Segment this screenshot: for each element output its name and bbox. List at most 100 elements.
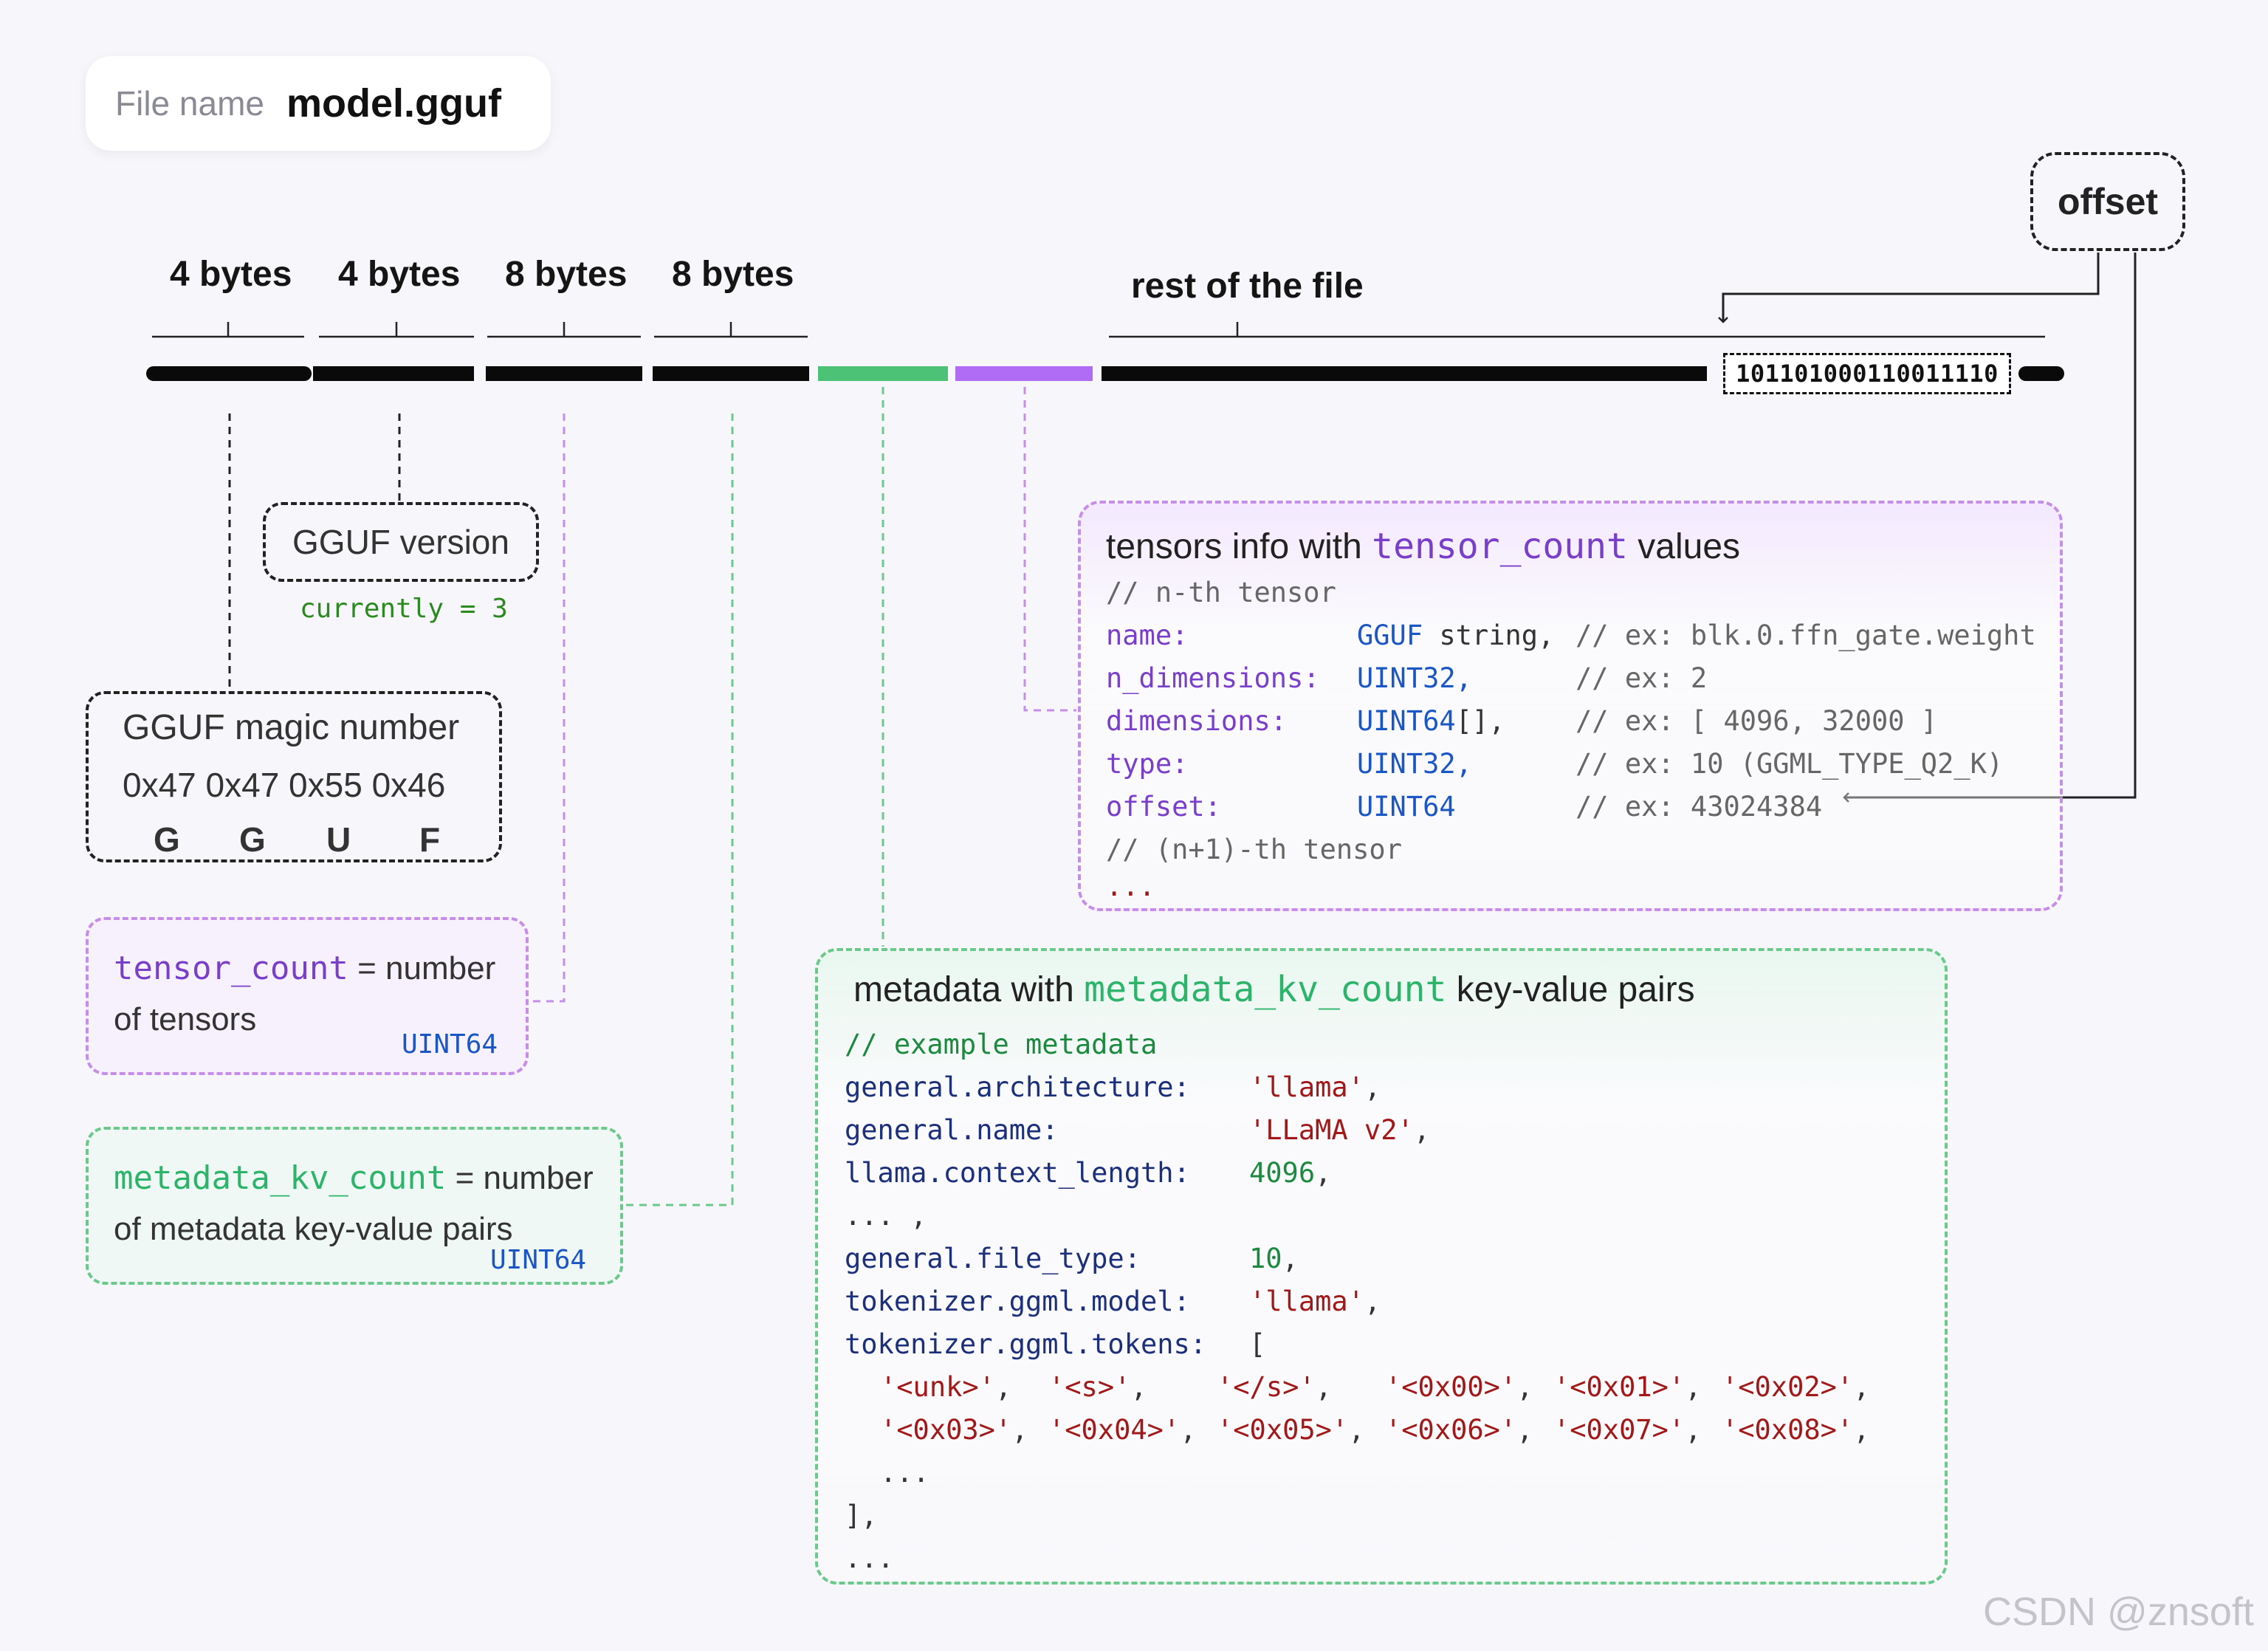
token-item: '<0x01>', (1553, 1371, 1702, 1403)
metadata-value-text: 'llama' (1249, 1071, 1364, 1103)
metadata-value: 'llama', (1249, 1286, 1381, 1317)
magic-letter: G (154, 820, 180, 859)
metadata-value-text: 'llama' (1249, 1286, 1364, 1317)
size-brackets (152, 322, 2045, 338)
token-item: '<0x00>', (1385, 1371, 1533, 1403)
metadata-value-text: 4096 (1249, 1157, 1316, 1189)
binary-snippet: 101101000110011110 (1723, 353, 2011, 394)
token-item: '<s>', (1048, 1371, 1147, 1403)
size-label-rest: rest of the file (1131, 267, 1364, 306)
metadata-key: ... , (845, 1200, 927, 1232)
tensor-field-type: UINT64[], (1357, 700, 1505, 743)
tokens-ellipsis: ... (880, 1457, 929, 1489)
magic-letters: G G U F (89, 820, 499, 861)
tensors-info-box: tensors info with tensor_count values //… (1078, 501, 2063, 911)
metadata-value: 4096, (1249, 1157, 1332, 1189)
tensor-count-line2: of tensors (114, 1001, 257, 1037)
purple-connectors (530, 387, 1076, 1003)
tensor-field-type-rest: string, (1423, 619, 1555, 651)
tensor-field-type: UINT64 (1357, 786, 1456, 828)
token-item: '<0x07>', (1553, 1414, 1702, 1446)
tokens-close: ], (845, 1500, 878, 1531)
size-label-magic: 4 bytes (170, 255, 292, 294)
tensor-field-type-kw: GGUF (1357, 619, 1423, 651)
token-item: '<0x02>', (1722, 1371, 1870, 1403)
tensor-field-type-kw: UINT64 (1357, 791, 1456, 823)
metadata-key: tokenizer.ggml.model: (845, 1286, 1190, 1317)
metadata-comment: // example metadata (845, 1029, 1158, 1060)
tensor-field-type-rest: [], (1455, 705, 1505, 737)
metadata-box: metadata with metadata_kv_count key-valu… (815, 948, 1948, 1585)
tensor-field-type: UINT32, (1357, 743, 1472, 786)
token-item: '<0x04>', (1048, 1414, 1197, 1446)
tensors-info-title-key: tensor_count (1372, 526, 1628, 567)
metadata-key: llama.context_length: (845, 1157, 1190, 1189)
metadata-title-pre: metadata with (853, 970, 1085, 1009)
tensors-info-title-post: values (1627, 527, 1741, 566)
metadata-key: tokenizer.ggml.tokens: (845, 1328, 1207, 1360)
metadata-kv-count-box: metadata_kv_count = number of metadata k… (86, 1127, 623, 1285)
metadata-key: general.file_type: (845, 1243, 1141, 1274)
tensor-field-name: dimensions: (1106, 705, 1288, 737)
tensors-info-title: tensors info with tensor_count values (1106, 526, 1740, 567)
magic-letter: G (239, 820, 266, 859)
metadata-value: 10, (1249, 1243, 1299, 1274)
size-label-version: 4 bytes (338, 255, 461, 294)
kv-count-type: UINT64 (490, 1245, 587, 1275)
magic-hex: 0x47 0x47 0x55 0x46 (123, 766, 446, 804)
magic-letter: U (326, 820, 351, 859)
tensor-field-comment: // ex: [ 4096, 32000 ] (1575, 705, 1938, 737)
tensor-field-type-kw: UINT32, (1357, 748, 1472, 780)
size-label-tensor-count: 8 bytes (505, 255, 628, 294)
file-name-pill: File name model.gguf (86, 56, 551, 151)
token-item: '<0x03>', (880, 1414, 1028, 1446)
watermark: CSDN @znsoft (1983, 1590, 2254, 1634)
tensor-count-eq: = number (348, 950, 496, 986)
tensor-field-comment: // ex: 2 (1575, 662, 1708, 694)
magic-title: GGUF magic number (123, 708, 460, 747)
black-connectors (228, 413, 401, 688)
metadata-key: general.name: (845, 1114, 1059, 1146)
tensor-field-type-kw: UINT64 (1357, 705, 1456, 737)
metadata-ellipsis: ... (845, 1542, 894, 1574)
tensors-info-title-pre: tensors info with (1106, 527, 1372, 566)
tensor-field-name: n_dimensions: (1106, 662, 1320, 694)
token-item: '<0x08>', (1722, 1414, 1870, 1446)
gguf-version-current: currently = 3 (300, 594, 508, 624)
file-name-label: File name (115, 84, 264, 123)
metadata-title: metadata with metadata_kv_count key-valu… (853, 969, 1695, 1010)
tensor-field-name: type: (1106, 748, 1189, 780)
tensor-count-line1: tensor_count = number (114, 950, 495, 987)
kv-count-key: metadata_kv_count (114, 1159, 447, 1197)
metadata-title-post: key-value pairs (1446, 970, 1695, 1009)
tensor-field-type: UINT32, (1357, 657, 1472, 700)
metadata-title-key: metadata_kv_count (1084, 969, 1447, 1010)
metadata-value-text: 'LLaMA v2' (1249, 1114, 1414, 1146)
tensor-field-comment: // ex: blk.0.ffn_gate.weight (1575, 619, 2036, 651)
token-item: '</s>', (1217, 1371, 1332, 1403)
metadata-value: 'llama', (1249, 1071, 1381, 1103)
metadata-value-text: 10 (1249, 1243, 1282, 1274)
size-label-kv-count: 8 bytes (672, 255, 794, 294)
token-item: '<0x06>', (1385, 1414, 1533, 1446)
kv-count-line2: of metadata key-value pairs (114, 1211, 513, 1247)
tensor-field-type: GGUF string, (1357, 614, 1554, 657)
green-connectors (625, 387, 884, 1206)
offset-box: offset (2030, 152, 2185, 251)
tensor-count-type: UINT64 (402, 1029, 498, 1060)
token-item: '<0x05>', (1217, 1414, 1365, 1446)
tensors-comment-nth: // n-th tensor (1106, 577, 1336, 608)
tensor-field-name: name: (1106, 619, 1189, 651)
tensors-comment-next: // (n+1)-th tensor (1106, 834, 1402, 865)
token-item: '<unk>', (880, 1371, 1012, 1403)
tensor-count-box: tensor_count = number of tensors UINT64 (86, 917, 529, 1075)
tensor-count-key: tensor_count (114, 950, 348, 987)
metadata-key: general.architecture: (845, 1071, 1190, 1103)
file-name-value: model.gguf (286, 81, 501, 126)
tensor-field-name: offset: (1106, 791, 1221, 823)
magic-letter: F (419, 820, 441, 859)
gguf-magic-box: GGUF magic number 0x47 0x47 0x55 0x46 G … (86, 691, 502, 862)
gguf-version-box: GGUF version (263, 502, 539, 582)
tensor-field-type-kw: UINT32, (1357, 662, 1472, 694)
